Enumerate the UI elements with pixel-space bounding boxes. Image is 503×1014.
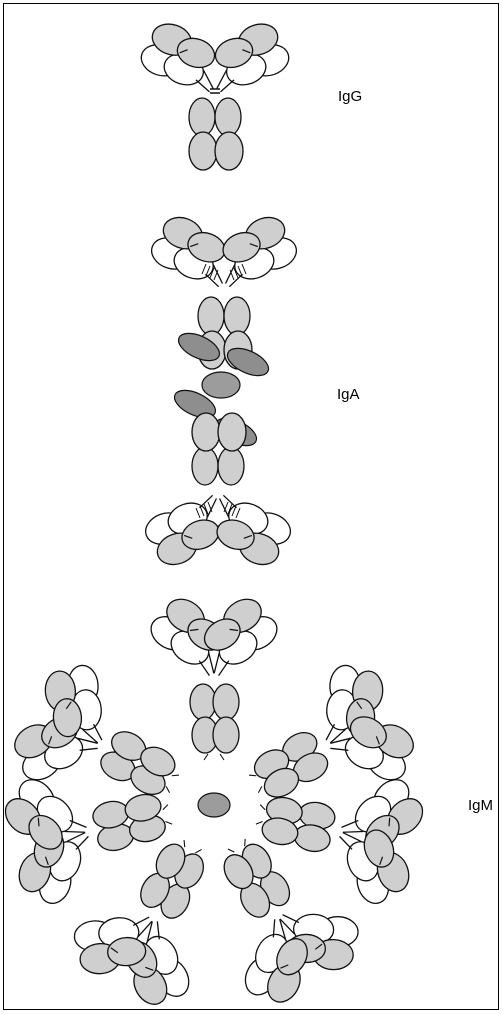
iga-molecule bbox=[125, 193, 317, 589]
igm-molecule bbox=[0, 580, 451, 1014]
igg-hinge bbox=[210, 88, 220, 94]
iga-upper-hinge-left bbox=[201, 263, 219, 281]
igm-j-chain bbox=[197, 792, 231, 818]
iga-upper-monomer bbox=[131, 193, 317, 370]
iga-lower-monomer bbox=[125, 412, 311, 589]
igg-label: IgG bbox=[338, 88, 363, 105]
igm-spoke-top bbox=[134, 580, 294, 760]
igg-fc bbox=[188, 97, 244, 171]
figure-frame bbox=[3, 3, 499, 1010]
iga-label: IgA bbox=[337, 386, 360, 403]
igg-molecule bbox=[121, 0, 309, 171]
iga-upper-hinge-right bbox=[229, 263, 247, 281]
igm-label: IgM bbox=[468, 797, 494, 814]
